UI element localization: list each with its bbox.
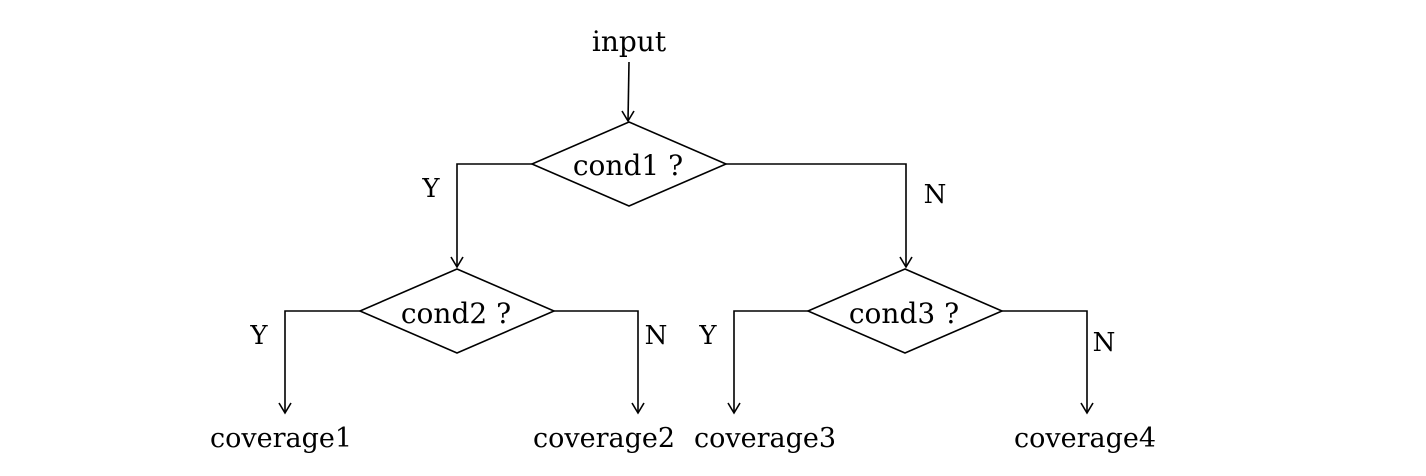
cond1-label: cond1 ? [573,149,683,182]
edge-cond3-yes [733,310,808,413]
coverage3-label: coverage3 [694,423,836,454]
cond3-yes-label: Y [698,321,717,351]
edge-cond3-no [1002,310,1088,413]
cond3-label: cond3 ? [849,297,959,330]
arrowhead-cond1-no [899,256,913,269]
edge-cond1-yes [456,163,532,267]
coverage4-label: coverage4 [1014,423,1156,454]
cond2-no-label: N [645,321,668,351]
coverage1-label: coverage1 [210,423,352,454]
arrowhead-cond3-yes [727,402,741,415]
cond2-yes-label: Y [249,321,268,351]
coverage2-label: coverage2 [533,423,675,454]
arrowhead-cond3-no [1080,402,1094,415]
arrowhead-cond2-no [631,402,645,415]
arrowhead-input-to-cond1 [621,110,635,123]
cond3-no-label: N [1093,328,1116,358]
cond1-decision-diamond [529,121,729,207]
cond1-no-label: N [924,180,947,210]
edge-cond2-yes [284,310,360,413]
edge-cond2-no [554,310,639,413]
edge-input-to-cond1 [627,61,630,122]
cond3-decision-diamond [805,268,1005,354]
input-label: input [592,25,667,58]
arrowhead-cond1-yes [450,256,464,269]
cond1-yes-label: Y [421,174,440,204]
cond2-decision-diamond [357,268,557,354]
edge-cond1-no [726,163,907,267]
arrowhead-cond2-yes [278,402,292,415]
cond2-label: cond2 ? [401,297,511,330]
